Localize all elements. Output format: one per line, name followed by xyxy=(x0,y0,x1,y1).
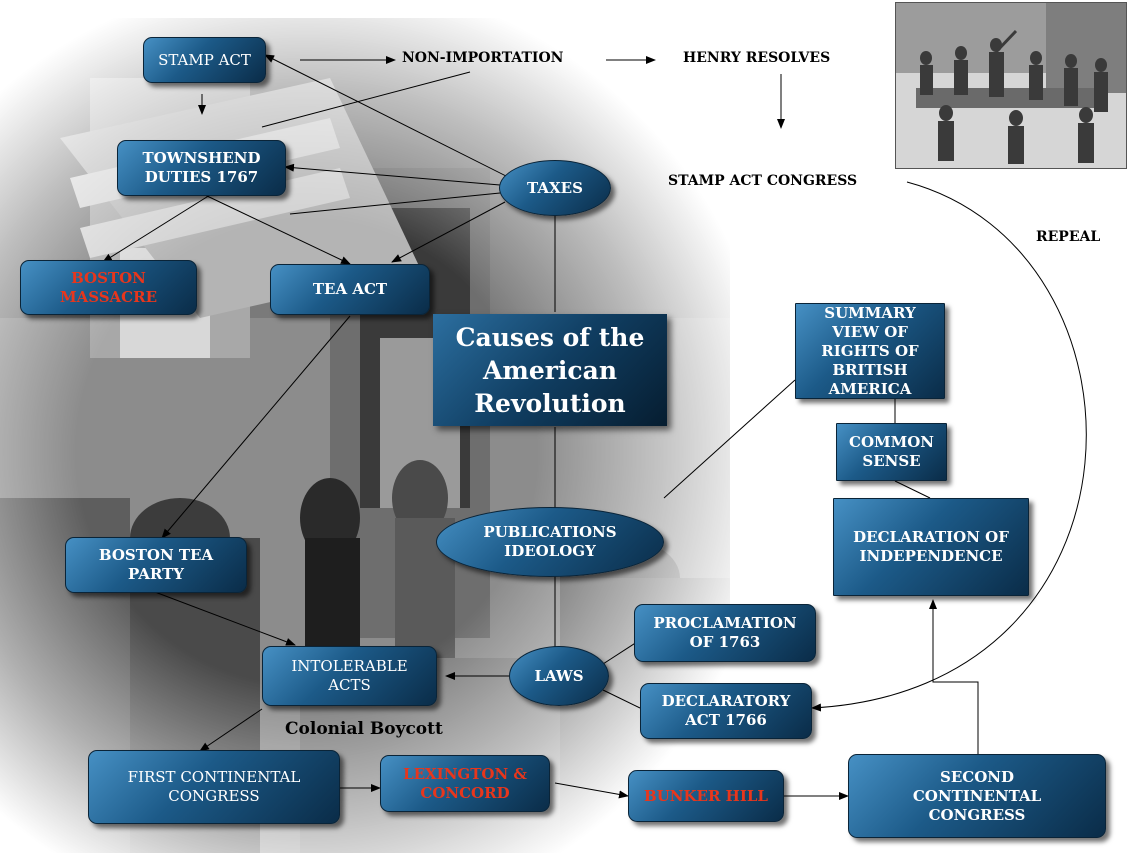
tea-act-box: TEA ACT xyxy=(270,264,430,315)
diagram-title: Causes of the American Revolution xyxy=(433,314,667,426)
stamp-act-congress-label: STAMP ACT CONGRESS xyxy=(668,173,858,189)
declaratory-act-box: DECLARATORY ACT 1766 xyxy=(640,683,812,739)
stamp-act-box: STAMP ACT xyxy=(143,37,266,83)
first-continental-congress-box: FIRST CONTINENTAL CONGRESS xyxy=(88,750,340,824)
repeal-label: REPEAL xyxy=(1036,229,1101,245)
summary-view-box: SUMMARY VIEW OF RIGHTS OF BRITISH AMERIC… xyxy=(795,303,945,399)
henry-resolves-label: HENRY RESOLVES xyxy=(683,50,831,66)
proclamation-1763-box: PROCLAMATION OF 1763 xyxy=(634,604,816,662)
boston-massacre-box: BOSTON MASSACRE xyxy=(20,260,197,315)
intolerable-acts-box: INTOLERABLE ACTS xyxy=(262,646,437,706)
bunker-hill-box: BUNKER HILL xyxy=(628,770,784,822)
boston-tea-party-box: BOSTON TEA PARTY xyxy=(65,537,247,593)
declaration-of-independence-box: DECLARATION OF INDEPENDENCE xyxy=(833,498,1029,596)
laws-oval: LAWS xyxy=(509,646,609,706)
colonial-boycott-label: Colonial Boycott xyxy=(285,719,443,739)
publications-ideology-oval: PUBLICATIONS IDEOLOGY xyxy=(436,507,664,577)
townshend-duties-box: TOWNSHEND DUTIES 1767 xyxy=(117,140,286,196)
taxes-oval: TAXES xyxy=(499,160,611,216)
second-continental-congress-box: SECOND CONTINENTAL CONGRESS xyxy=(848,754,1106,838)
non-importation-label: NON-IMPORTATION xyxy=(402,50,564,66)
common-sense-box: COMMON SENSE xyxy=(836,423,947,481)
lexington-concord-box: LEXINGTON & CONCORD xyxy=(380,755,550,812)
engraving-image xyxy=(895,2,1127,169)
